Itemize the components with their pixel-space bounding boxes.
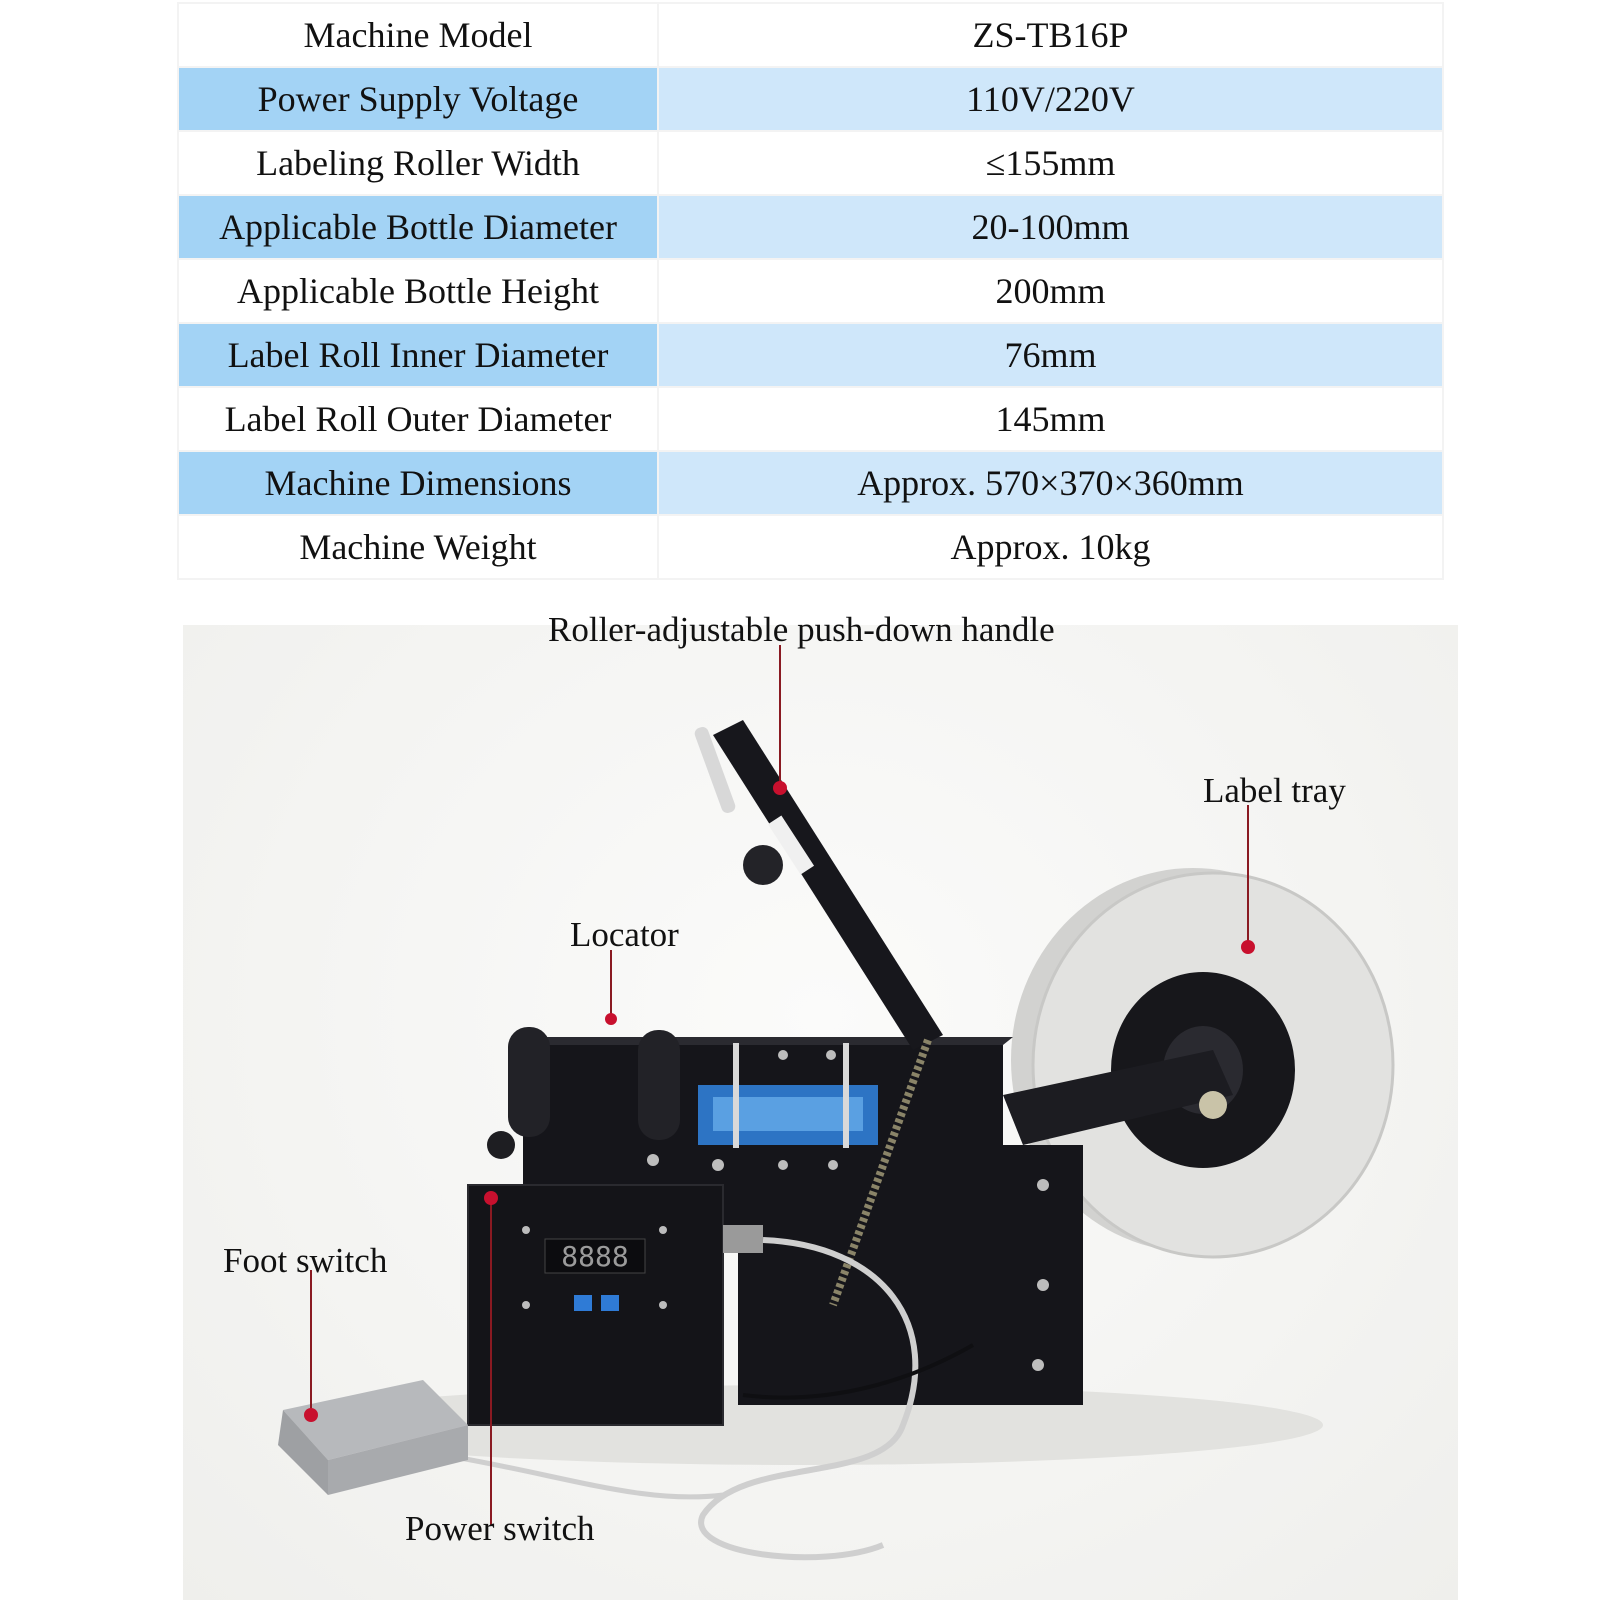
roller-right (638, 1030, 680, 1140)
table-row: Power Supply Voltage 110V/220V (177, 66, 1444, 132)
spec-value: 110V/220V (657, 66, 1444, 132)
spec-value: Approx. 570×370×360mm (657, 450, 1444, 516)
spec-value: 145mm (657, 386, 1444, 452)
digital-display (544, 1238, 646, 1274)
handle-marker-dot (773, 781, 787, 795)
handle-knob (743, 845, 783, 885)
foot-switch-cable (442, 1452, 724, 1500)
callout-label-tray: Label tray (1203, 771, 1346, 810)
control-button-left (574, 1295, 592, 1311)
control-box (467, 1184, 724, 1426)
table-row: Label Roll Outer Diameter 145mm (177, 386, 1444, 452)
foot-switch-marker-dot (304, 1408, 318, 1422)
power-cable (698, 1237, 919, 1561)
body-bolts (647, 1050, 1049, 1371)
foot-switch-pedal (278, 1380, 468, 1495)
spec-label: Labeling Roller Width (177, 130, 659, 196)
spec-value: ZS-TB16P (657, 2, 1444, 68)
spec-label: Machine Model (177, 2, 659, 68)
power-switch-knob (487, 1131, 515, 1159)
spec-label: Applicable Bottle Diameter (177, 194, 659, 260)
roll-arm (1003, 1050, 1233, 1145)
handle-arm (713, 720, 943, 1050)
spec-value: Approx. 10kg (657, 514, 1444, 580)
spec-value: ≤155mm (657, 130, 1444, 196)
cable-connector (723, 1225, 763, 1253)
spec-value: 76mm (657, 322, 1444, 388)
table-row: Labeling Roller Width ≤155mm (177, 130, 1444, 196)
spec-label: Machine Weight (177, 514, 659, 580)
labeling-machine-illustration: 8888 (278, 645, 1395, 1561)
table-row: Label Roll Inner Diameter 76mm (177, 322, 1444, 388)
callout-power-switch: Power switch (405, 1509, 595, 1548)
spec-value: 200mm (657, 258, 1444, 324)
table-row: Machine Weight Approx. 10kg (177, 514, 1444, 580)
label-tray-marker-dot (1241, 940, 1255, 954)
callout-foot-switch: Foot switch (223, 1241, 388, 1280)
table-row: Machine Model ZS-TB16P (177, 2, 1444, 68)
table-row: Applicable Bottle Height 200mm (177, 258, 1444, 324)
spec-label: Power Supply Voltage (177, 66, 659, 132)
display-digits: 8888 (561, 1240, 628, 1273)
roll-bolt (1199, 1091, 1227, 1119)
spec-label: Label Roll Inner Diameter (177, 322, 659, 388)
roller-left (508, 1027, 550, 1137)
power-switch-marker-dot (484, 1191, 498, 1205)
product-photo: 8888 (183, 610, 1458, 1600)
spec-label: Machine Dimensions (177, 450, 659, 516)
spec-table: Machine Model ZS-TB16P Power Supply Volt… (177, 2, 1444, 580)
spec-label: Label Roll Outer Diameter (177, 386, 659, 452)
locator-marker-dot (605, 1013, 617, 1025)
handle-grip (694, 727, 736, 813)
control-button-right (601, 1295, 619, 1311)
table-row: Machine Dimensions Approx. 570×370×360mm (177, 450, 1444, 516)
callout-markers (304, 645, 1255, 1525)
callout-locator: Locator (570, 915, 679, 954)
spec-label: Applicable Bottle Height (177, 258, 659, 324)
table-row: Applicable Bottle Diameter 20-100mm (177, 194, 1444, 260)
callout-handle: Roller-adjustable push-down handle (548, 610, 1055, 649)
spec-value: 20-100mm (657, 194, 1444, 260)
